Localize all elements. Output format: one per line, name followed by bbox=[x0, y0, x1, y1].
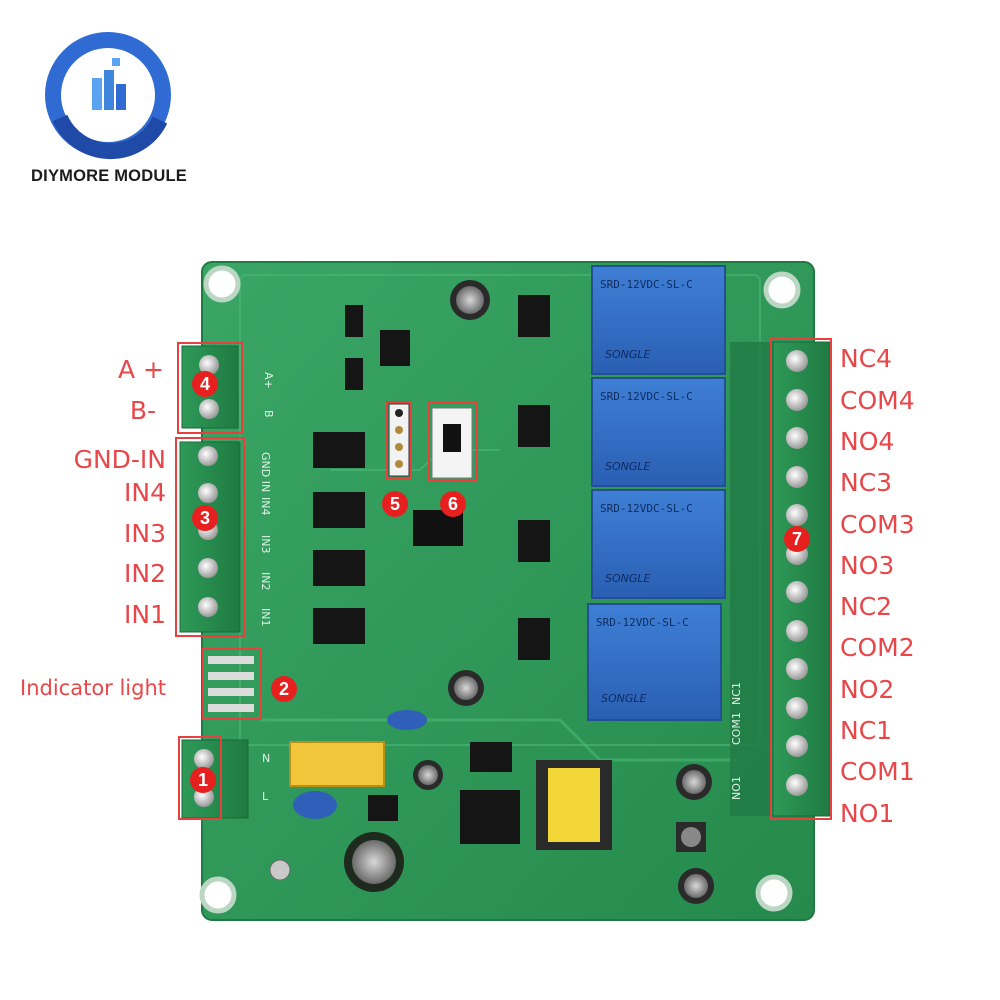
highlight-bus-terminal bbox=[177, 342, 243, 434]
silk-n: N bbox=[262, 752, 270, 765]
silk-a-plus: A+ bbox=[262, 372, 275, 389]
silk-no1: NO1 bbox=[730, 776, 743, 800]
label-nc3: NC3 bbox=[840, 468, 893, 497]
relay-4: SRD-12VDC-SL-C SONGLE bbox=[591, 265, 726, 375]
relay-model: SRD-12VDC-SL-C bbox=[596, 616, 689, 629]
highlight-input-terminal bbox=[175, 437, 245, 637]
label-in4: IN4 bbox=[124, 478, 166, 507]
brand-name: DIYMORE MODULE bbox=[31, 167, 187, 185]
header-pins bbox=[388, 403, 410, 477]
silk-in1: IN1 bbox=[259, 608, 272, 626]
highlight-power-terminal bbox=[178, 736, 222, 820]
label-no1: NO1 bbox=[840, 799, 895, 828]
brand-logo-icon bbox=[45, 32, 171, 160]
badge-1: 1 bbox=[190, 767, 216, 793]
relay-3: SRD-12VDC-SL-C SONGLE bbox=[591, 377, 726, 487]
relay-brand: SONGLE bbox=[605, 572, 651, 585]
silk-nc1: NC1 bbox=[730, 682, 743, 705]
optocoupler-array bbox=[313, 295, 550, 660]
electrolytic-capacitor bbox=[344, 832, 404, 892]
badge-6: 6 bbox=[440, 491, 466, 517]
label-com2: COM2 bbox=[840, 633, 915, 662]
relay-model: SRD-12VDC-SL-C bbox=[600, 390, 693, 403]
relay-1: SRD-12VDC-SL-C SONGLE bbox=[587, 603, 722, 721]
electrolytic-capacitor bbox=[676, 764, 712, 800]
label-b-minus: B- bbox=[129, 396, 156, 425]
dip-switch bbox=[431, 407, 473, 479]
label-com3: COM3 bbox=[840, 510, 915, 539]
relay-brand: SONGLE bbox=[605, 460, 651, 473]
badge-4: 4 bbox=[192, 371, 218, 397]
label-in2: IN2 bbox=[124, 559, 166, 588]
highlight-header-pins bbox=[386, 401, 412, 479]
silk-b: B bbox=[262, 410, 275, 418]
highlight-relay-outputs bbox=[770, 338, 832, 820]
indicator-leds bbox=[208, 656, 254, 712]
silk-gnd-in: GND IN bbox=[259, 452, 272, 492]
relay-model: SRD-12VDC-SL-C bbox=[600, 502, 693, 515]
badge-7: 7 bbox=[784, 526, 810, 552]
label-no3: NO3 bbox=[840, 551, 895, 580]
relay-brand: SONGLE bbox=[605, 348, 651, 361]
power-supply-section bbox=[269, 710, 706, 881]
label-no4: NO4 bbox=[840, 427, 895, 456]
relay-brand: SONGLE bbox=[601, 692, 647, 705]
label-no2: NO2 bbox=[840, 675, 895, 704]
silk-in2: IN2 bbox=[259, 572, 272, 590]
highlight-indicator-leds bbox=[202, 648, 262, 720]
highlight-switch bbox=[428, 402, 478, 482]
electrolytic-capacitor bbox=[678, 868, 714, 904]
electrolytic-capacitor bbox=[413, 760, 443, 790]
badge-2: 2 bbox=[271, 676, 297, 702]
silk-in4: IN4 bbox=[259, 497, 272, 515]
label-com1: COM1 bbox=[840, 757, 915, 786]
electrolytic-capacitor bbox=[450, 280, 490, 320]
electrolytic-capacitor bbox=[448, 670, 484, 706]
label-com4: COM4 bbox=[840, 386, 915, 415]
badge-5: 5 bbox=[382, 491, 408, 517]
silk-in3: IN3 bbox=[259, 535, 272, 553]
silk-l: L bbox=[262, 790, 269, 803]
silk-com1: COM1 bbox=[730, 712, 743, 745]
relay-2: SRD-12VDC-SL-C SONGLE bbox=[591, 489, 726, 599]
label-nc4: NC4 bbox=[840, 344, 893, 373]
label-a-plus: A + bbox=[118, 355, 164, 384]
terminal-block-bus bbox=[181, 345, 239, 429]
label-nc2: NC2 bbox=[840, 592, 893, 621]
label-indicator-light: Indicator light bbox=[20, 676, 167, 700]
badge-3: 3 bbox=[192, 505, 218, 531]
relay-model: SRD-12VDC-SL-C bbox=[600, 278, 693, 291]
label-gnd-in: GND-IN bbox=[73, 445, 166, 474]
label-in3: IN3 bbox=[124, 519, 166, 548]
relay-bank: SRD-12VDC-SL-C SONGLE SRD-12VDC-SL-C SON… bbox=[587, 265, 726, 721]
label-nc1: NC1 bbox=[840, 716, 893, 745]
label-in1: IN1 bbox=[124, 600, 166, 629]
